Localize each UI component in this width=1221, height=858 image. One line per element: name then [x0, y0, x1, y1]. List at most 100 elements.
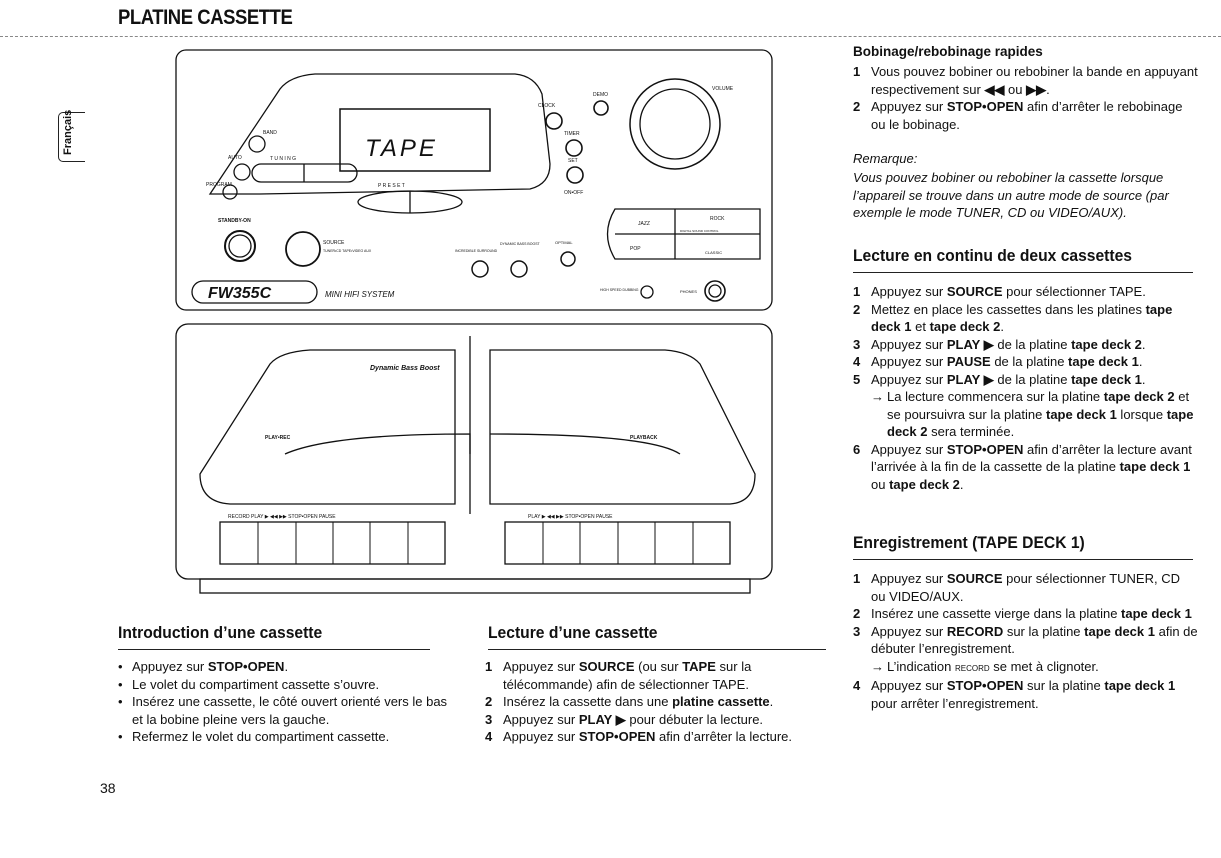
auto-label: AUTO [228, 155, 242, 161]
bold-term: tape deck 1 [1084, 623, 1155, 639]
bold-term: tape deck 1 [871, 301, 1173, 335]
band-button [248, 135, 266, 153]
main-unit-outline [175, 49, 773, 311]
list-item: →La lecture commencera sur la platine ta… [853, 388, 1198, 441]
auto-button [233, 163, 251, 181]
bold-term: TAPE [682, 659, 716, 674]
bold-term: ▶▶ [1026, 81, 1047, 97]
bold-term: tape deck 1 [1071, 371, 1142, 387]
program-button [222, 184, 238, 200]
step-number: 4 [853, 678, 861, 693]
list-item: Insérez une cassette, le côté ouvert ori… [118, 693, 453, 728]
list-item: Appuyez sur STOP•OPEN. [118, 658, 453, 676]
bold-term: tape deck 1 [1121, 606, 1192, 621]
step-number: 2 [853, 301, 861, 317]
bold-term: tape deck 1 [1104, 678, 1176, 693]
incredible-surround-label: INCREDIBLE SURROUND [455, 249, 498, 253]
step-number: 2 [853, 99, 861, 114]
source-label: SOURCE [323, 240, 345, 246]
title-divider [0, 36, 1221, 37]
volume-knob [629, 78, 721, 170]
classic-label: CLASSIC [705, 250, 722, 255]
bobinage-title: Bobinage/rebobinage rapides [853, 44, 1043, 59]
bold-term: PLAY ▶ [946, 336, 994, 352]
bold-term: STOP•OPEN [946, 678, 1024, 693]
step-number: 2 [485, 694, 493, 709]
remark-text: Vous pouvez bobiner ou rebobiner la cass… [853, 170, 1169, 220]
intro-title: Introduction d’une cassette [118, 623, 323, 642]
bold-term: STOP•OPEN [946, 441, 1024, 457]
arrow-icon: → [871, 658, 884, 674]
clock-button [545, 112, 563, 130]
step-number: 1 [485, 659, 493, 674]
play-rec-label: PLAY•REC [265, 435, 291, 441]
tape-deck-2-door [489, 349, 756, 505]
bold-term: tape deck 2 [889, 476, 960, 492]
list-item: →L’indication RECORD se met à clignoter. [853, 658, 1198, 678]
standby-label: STANDBY-ON [218, 218, 251, 224]
onoff-label: ON•OFF [564, 190, 583, 196]
bold-term: tape deck 1 [1045, 406, 1117, 422]
base-stand [199, 578, 751, 594]
tape-deck-1-door [199, 349, 456, 505]
deck2-key-labels: PLAY ▶ ◀◀ ▶▶ STOP•OPEN PAUSE [528, 514, 613, 520]
result-note: →La lecture commencera sur la platine ta… [871, 389, 1194, 440]
step-number: 3 [485, 711, 493, 727]
bold-term: PAUSE [946, 354, 991, 369]
bold-term: SOURCE [578, 659, 635, 674]
bold-term: tape deck 2 [929, 319, 1001, 334]
bold-term: tape deck 2 [887, 406, 1194, 440]
pop-label: POP [630, 246, 641, 252]
standby-button [224, 230, 256, 262]
jazz-label: JAZZ [638, 221, 650, 227]
model-label: FW355C [208, 285, 272, 302]
source-knob [285, 231, 321, 267]
page-title: PLATINE CASSETTE [118, 6, 293, 29]
playback-label: PLAYBACK [630, 435, 658, 441]
system-label: MINI HIFI SYSTEM [325, 290, 395, 299]
step-number: 1 [853, 64, 861, 79]
list-item: Refermez le volet du compartiment casset… [118, 728, 453, 746]
step-number: 6 [853, 441, 861, 457]
bold-term: STOP•OPEN [207, 659, 285, 674]
result-note: →L’indication RECORD se met à clignoter. [871, 658, 1099, 674]
dsc-label: DIGITAL SOUND CONTROL [680, 229, 719, 233]
device-illustration: TAPE FW355C MINI HIFI SYSTEM STANDBY-ON … [175, 49, 773, 594]
dbb-panel-label: Dynamic Bass Boost [370, 365, 440, 372]
lecture-rule [488, 649, 826, 650]
preset-label: P R E S E T [378, 183, 405, 189]
dubbing-label: HIGH SPEED DUBBING [600, 288, 639, 292]
step-number: 1 [853, 571, 861, 586]
lcd-display-text: TAPE [365, 135, 438, 162]
program-label: PROGRAM [206, 182, 232, 188]
dbb-label: DYNAMIC BASS BOOST [500, 242, 541, 246]
continu-rule [853, 272, 1193, 273]
enregistrement-rule [853, 559, 1193, 560]
remark-label: Remarque: [853, 151, 918, 166]
phones-jack [704, 280, 726, 302]
step-number: 4 [853, 354, 861, 369]
phones-label: PHONES [680, 289, 697, 294]
record-indicator: RECORD [954, 663, 990, 673]
step-number: 3 [853, 623, 861, 639]
set-button [566, 166, 584, 184]
enregistrement-title: Enregistrement (TAPE DECK 1) [853, 533, 1085, 552]
bold-term: PLAY ▶ [578, 711, 626, 727]
rock-label: ROCK [710, 216, 725, 222]
timer-button [565, 139, 583, 157]
language-tab: Français [58, 110, 85, 162]
display-panel [208, 73, 551, 195]
lcd-screen [339, 108, 491, 172]
demo-label: DEMO [593, 92, 608, 98]
